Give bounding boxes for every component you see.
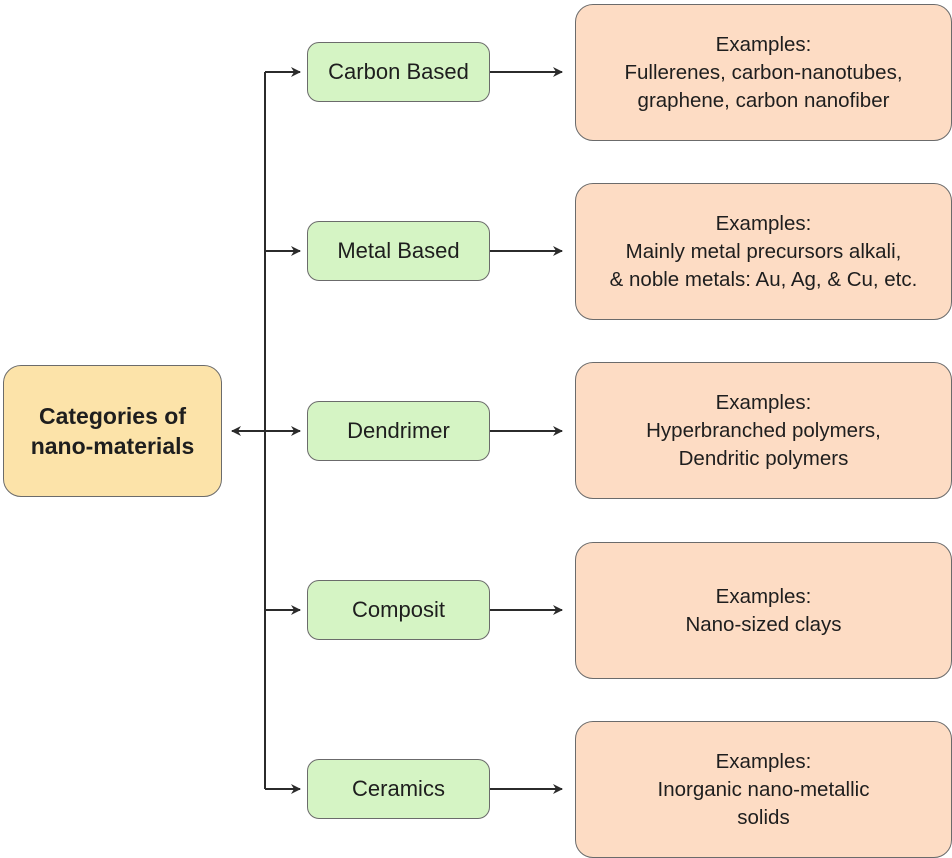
examples-heading: Examples: — [715, 749, 812, 773]
category-node-ceramics: Ceramics — [307, 759, 490, 819]
examples-node-composit: Examples: Nano-sized clays — [575, 542, 952, 679]
examples-line: Inorganic nano-metallic — [657, 777, 870, 801]
root-label-line1: Categories of — [39, 403, 186, 429]
examples-heading: Examples: — [715, 390, 812, 414]
examples-line: Dendritic polymers — [678, 446, 849, 470]
category-node-composit: Composit — [307, 580, 490, 640]
category-node-carbon: Carbon Based — [307, 42, 490, 102]
root-label-line2: nano-materials — [30, 433, 195, 459]
examples-node-carbon: Examples: Fullerenes, carbon-nanotubes, … — [575, 4, 952, 141]
category-node-metal: Metal Based — [307, 221, 490, 281]
root-node: Categories of nano-materials — [3, 365, 222, 497]
examples-line: graphene, carbon nanofiber — [637, 88, 890, 112]
examples-heading: Examples: — [715, 584, 812, 608]
examples-line: Hyperbranched polymers, — [646, 418, 881, 442]
examples-line: Nano-sized clays — [685, 612, 842, 636]
examples-node-dendrimer: Examples: Hyperbranched polymers, Dendri… — [575, 362, 952, 499]
examples-line: Fullerenes, carbon-nanotubes, — [624, 60, 903, 84]
examples-node-metal: Examples: Mainly metal precursors alkali… — [575, 183, 952, 320]
examples-heading: Examples: — [715, 32, 812, 56]
examples-line: & noble metals: Au, Ag, & Cu, etc. — [609, 267, 918, 291]
examples-heading: Examples: — [715, 211, 812, 235]
examples-node-ceramics: Examples: Inorganic nano-metallic solids — [575, 721, 952, 858]
examples-line: Mainly metal precursors alkali, — [625, 239, 902, 263]
examples-line: solids — [737, 805, 790, 829]
category-node-dendrimer: Dendrimer — [307, 401, 490, 461]
